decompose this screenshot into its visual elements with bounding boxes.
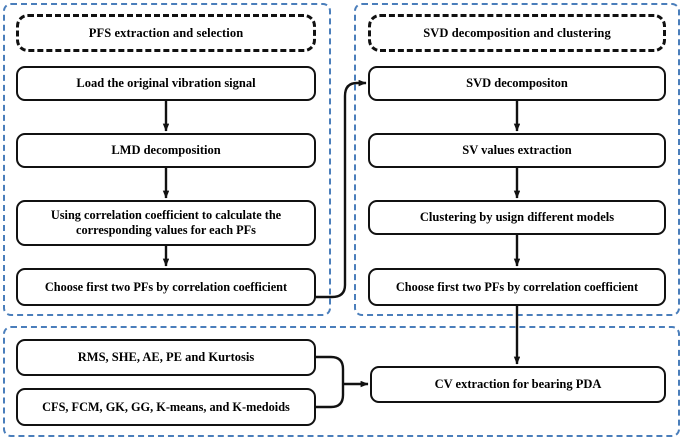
node-svd-decomposition: SVD decompositon (368, 66, 666, 101)
node-clustering-algorithms: CFS, FCM, GK, GG, K-means, and K-medoids (16, 388, 316, 426)
node-label: CFS, FCM, GK, GG, K-means, and K-medoids (42, 399, 290, 414)
node-label: Choose first two PFs by correlation coef… (44, 279, 288, 294)
node-label: SVD decompositon (466, 75, 568, 90)
panel-pfs-title: PFS extraction and selection (88, 25, 244, 40)
panel-svd-title: SVD decomposition and clustering (423, 25, 611, 40)
panel-svd-title-box: SVD decomposition and clustering (368, 14, 666, 52)
node-label: Using correlation coefficient to calcula… (50, 208, 282, 237)
node-label: Clustering by usign different models (419, 209, 615, 224)
node-label: Load the original vibration signal (76, 75, 256, 90)
node-label: LMD decomposition (111, 142, 221, 157)
node-cv-extraction-bearing-pda: CV extraction for bearing PDA (370, 366, 666, 403)
node-label: CV extraction for bearing PDA (434, 376, 602, 391)
node-label: SV values extraction (462, 142, 572, 157)
node-load-vibration-signal: Load the original vibration signal (16, 66, 316, 101)
node-label: RMS, SHE, AE, PE and Kurtosis (77, 349, 255, 364)
panel-cv-extraction (3, 326, 680, 437)
node-choose-first-two-pfs-right: Choose first two PFs by correlation coef… (368, 268, 666, 306)
node-sv-values-extraction: SV values extraction (368, 133, 666, 168)
node-lmd-decomposition: LMD decomposition (16, 133, 316, 168)
node-rms-she-ae-pe-kurtosis: RMS, SHE, AE, PE and Kurtosis (16, 339, 316, 376)
node-choose-first-two-pfs-left: Choose first two PFs by correlation coef… (16, 268, 316, 306)
panel-pfs-title-box: PFS extraction and selection (16, 14, 316, 52)
node-label: Choose first two PFs by correlation coef… (395, 279, 639, 294)
node-correlation-coefficient-calculate: Using correlation coefficient to calcula… (16, 200, 316, 246)
node-clustering-different-models: Clustering by usign different models (368, 200, 666, 235)
